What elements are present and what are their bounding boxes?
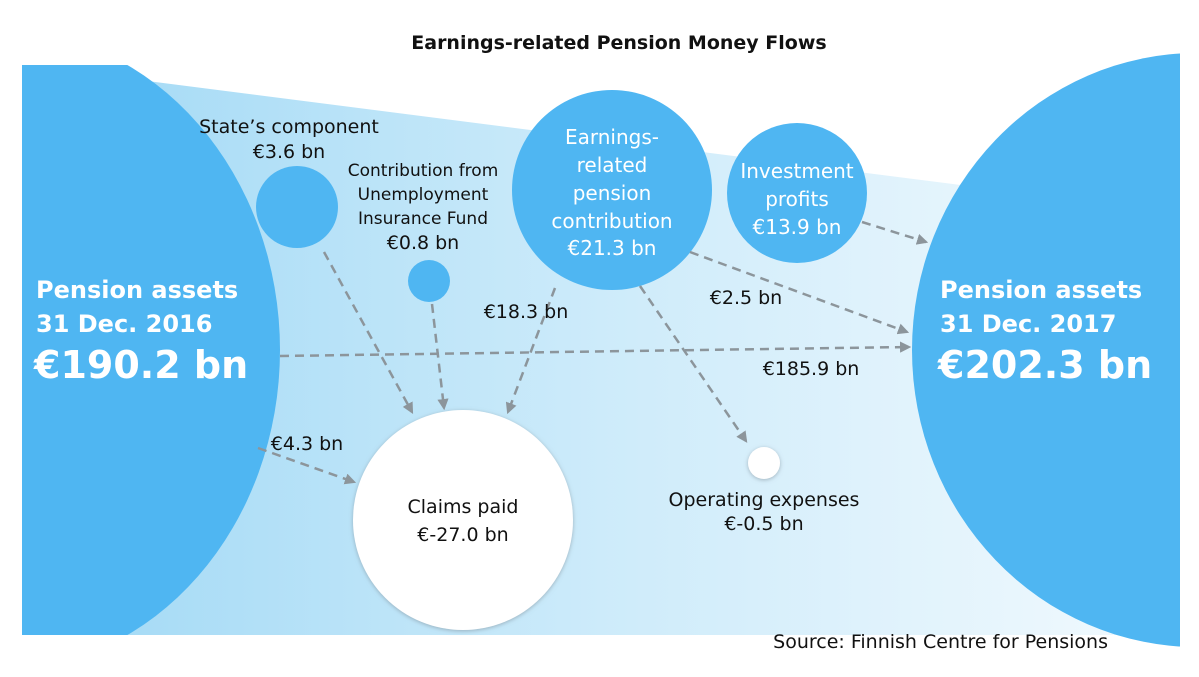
arrow-earnings-to-claims <box>505 287 557 415</box>
earnings-line3: pension <box>573 181 652 205</box>
state-value: €3.6 bn <box>253 141 325 163</box>
state-component-circle <box>256 166 338 248</box>
arrow-unemployment-to-claims <box>430 303 449 411</box>
flow-label-185-9: €185.9 bn <box>763 358 860 380</box>
claims-label: Claims paid <box>408 496 519 518</box>
arrow-state-to-claims <box>322 251 414 414</box>
end-assets-circle <box>912 53 1180 647</box>
start-assets-circle <box>22 65 280 635</box>
diagram-title: Earnings-related Pension Money Flows <box>411 32 826 54</box>
unemployment-value: €0.8 bn <box>387 232 459 254</box>
arrow-assets-to-claims <box>257 446 357 485</box>
claims-value: €-27.0 bn <box>417 524 508 546</box>
end-value: €202.3 bn <box>937 343 1152 387</box>
arrow-earnings-to-assets <box>689 250 910 335</box>
unemployment-line1: Contribution from <box>348 161 499 181</box>
unemployment-line3: Insurance Fund <box>358 209 488 229</box>
arrow-earnings-to-operating <box>638 285 748 443</box>
operating-label: Operating expenses <box>669 489 860 511</box>
source-note: Source: Finnish Centre for Pensions <box>773 631 1108 653</box>
arrow-investment-to-assets <box>861 220 929 245</box>
earnings-label: Earnings- related pension contribution €… <box>551 125 672 260</box>
flow-arrows <box>257 220 929 485</box>
investment-line1: Investment <box>740 159 853 183</box>
operating-expenses-circle <box>748 447 780 479</box>
investment-value: €13.9 bn <box>753 215 842 239</box>
flow-label-18-3: €18.3 bn <box>484 301 569 323</box>
investment-profits-circle <box>727 123 867 263</box>
unemployment-fund-circle <box>408 260 450 302</box>
claims-paid-circle <box>353 410 573 630</box>
earnings-line4: contribution <box>551 209 672 233</box>
investment-line2: profits <box>765 187 829 211</box>
start-date: 31 Dec. 2016 <box>36 310 212 338</box>
operating-value: €-0.5 bn <box>724 513 803 535</box>
earnings-line2: related <box>577 153 648 177</box>
earnings-contribution-circle <box>512 90 712 290</box>
flow-label-4-3: €4.3 bn <box>271 433 343 455</box>
start-label: Pension assets <box>36 276 238 304</box>
start-assets-label: Pension assets 31 Dec. 2016 €190.2 bn <box>33 276 248 387</box>
state-label: State’s component <box>199 116 379 138</box>
earnings-value: €21.3 bn <box>568 236 657 260</box>
start-value: €190.2 bn <box>33 343 248 387</box>
end-assets-label: Pension assets 31 Dec. 2017 €202.3 bn <box>937 276 1152 387</box>
flow-label-2-5: €2.5 bn <box>710 287 782 309</box>
earnings-line1: Earnings- <box>565 125 659 149</box>
end-label: Pension assets <box>940 276 1142 304</box>
unemployment-line2: Unemployment <box>358 185 489 205</box>
unemployment-label: Contribution from Unemployment Insurance… <box>348 161 499 254</box>
investment-label: Investment profits €13.9 bn <box>740 159 853 239</box>
end-date: 31 Dec. 2017 <box>940 310 1116 338</box>
